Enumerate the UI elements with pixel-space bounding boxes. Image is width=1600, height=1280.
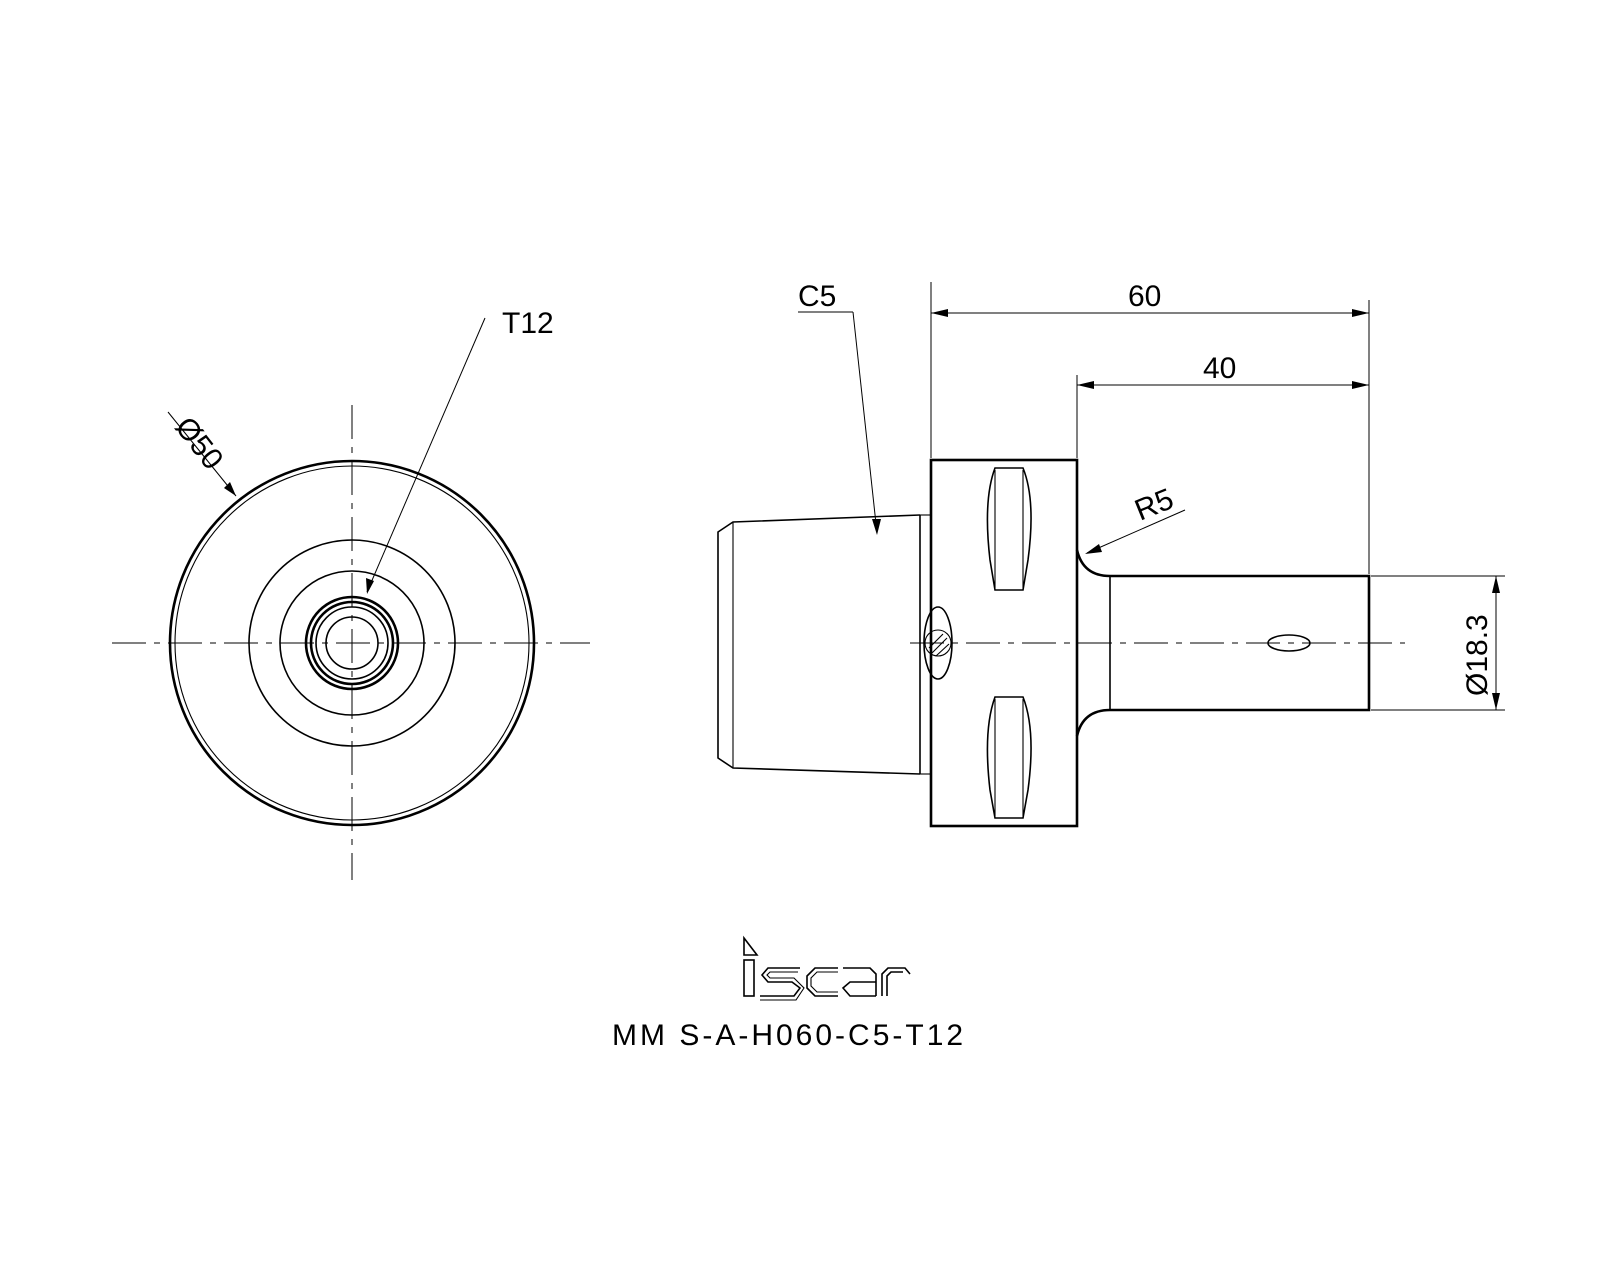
thread-root-circle — [315, 606, 389, 680]
dimension-18-3-arrow-top — [1492, 576, 1500, 593]
thread-outer-circle — [304, 595, 400, 691]
pin-section — [924, 629, 952, 657]
chamfer-leader — [852, 311, 878, 534]
thread-mid-circle — [309, 600, 395, 686]
shank-flat-oval — [1267, 634, 1311, 652]
logo-s-inner — [760, 971, 805, 1001]
dimension-40-label: 40 — [1203, 352, 1236, 385]
radius-leader — [1086, 509, 1186, 554]
flange-slot-bottom — [986, 696, 1032, 819]
diameter-50-leader — [167, 411, 237, 497]
thread-label: T12 — [502, 307, 554, 340]
flange-body — [929, 458, 1079, 828]
shank-outline — [1075, 549, 1371, 737]
chamfer-label: C5 — [798, 280, 836, 313]
pin-hatch-1 — [928, 633, 944, 649]
logo-i-stem — [743, 959, 755, 997]
taper-body-outline — [717, 514, 921, 775]
radius-label: R5 — [1130, 483, 1178, 528]
logo-i-dot — [743, 935, 759, 956]
dimension-18-3-label: Ø18.3 — [1461, 614, 1494, 696]
thread-leader-arrowhead — [366, 578, 374, 594]
flange-slot-top — [986, 467, 1032, 591]
dimension-40-arrow-right — [1352, 381, 1369, 389]
logo-c-inner — [810, 971, 838, 993]
dimension-60-arrow-right — [1352, 309, 1369, 317]
dimension-18-3-arrow-bottom — [1492, 693, 1500, 710]
logo-s — [760, 967, 802, 997]
dimension-60-arrow-left — [931, 309, 948, 317]
outer-diameter-circle — [168, 459, 536, 827]
radius-leader-arrowhead — [1085, 544, 1102, 554]
side-view: 60 40 Ø18.3 C5 R5 — [717, 280, 1505, 828]
bore-circle — [325, 616, 379, 670]
brand-logo — [743, 935, 911, 1001]
pin-hole — [923, 606, 953, 680]
logo-r — [881, 967, 911, 996]
tip-circle — [279, 570, 425, 716]
logo-a — [841, 967, 877, 997]
pin-hatch-3 — [935, 643, 950, 657]
pin-hatch-2 — [931, 637, 948, 654]
chamfer-leader-arrowhead — [872, 519, 881, 535]
logo-c — [806, 967, 838, 997]
dimension-40-arrow-left — [1077, 381, 1094, 389]
part-number: MM S-A-H060-C5-T12 — [612, 1019, 966, 1052]
diameter-50-label: Ø50 — [168, 411, 229, 476]
shank-circle — [248, 539, 456, 747]
thread-leader — [366, 317, 486, 593]
front-view: Ø50 T12 — [112, 307, 590, 880]
diameter-50-arrowhead — [224, 482, 236, 496]
dimension-60-label: 60 — [1128, 280, 1161, 313]
outer-chamfer-circle — [174, 465, 530, 821]
